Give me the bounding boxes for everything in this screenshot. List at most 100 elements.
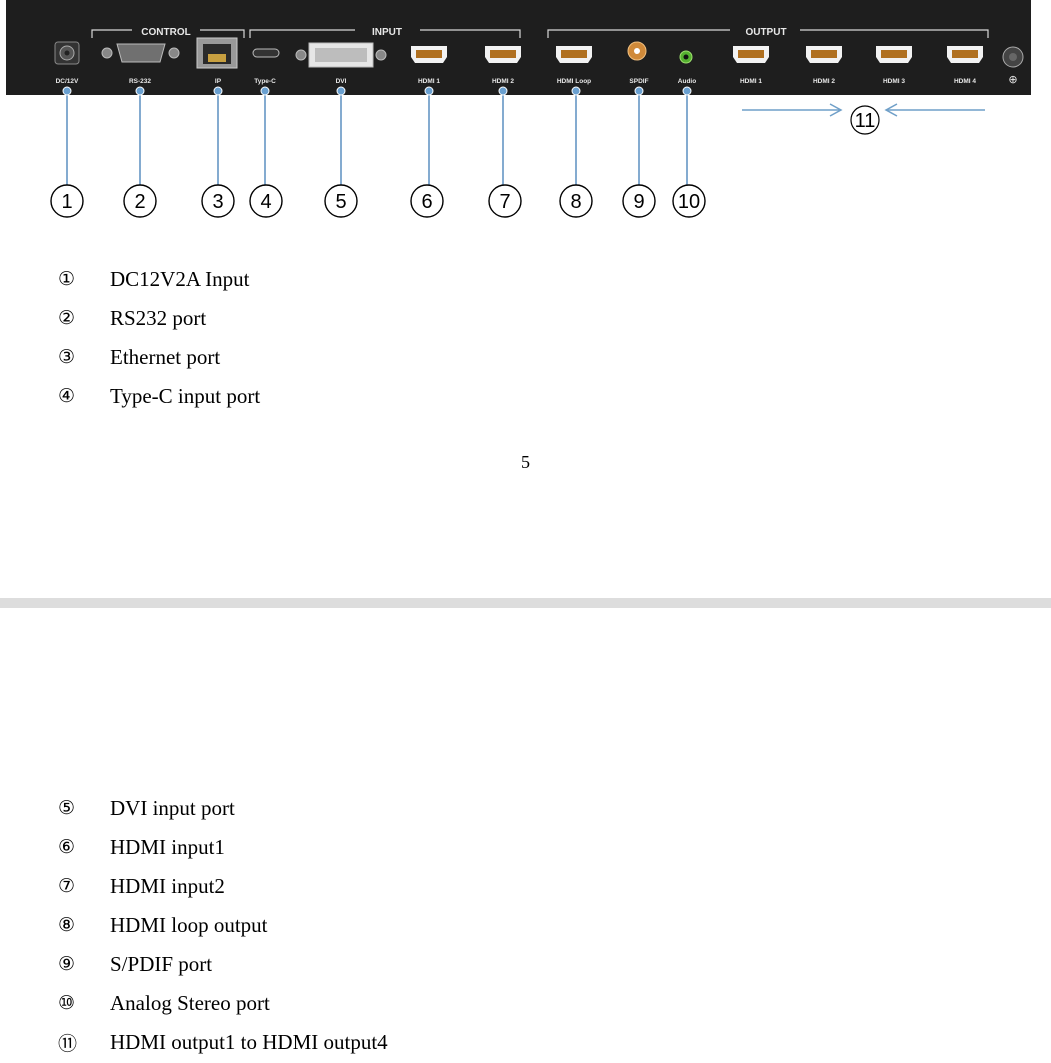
port-label-dc: DC/12V bbox=[56, 78, 79, 85]
item-text: DC12V2A Input bbox=[110, 267, 250, 291]
callout-label-8: 8 bbox=[570, 191, 581, 213]
item-number: ① bbox=[58, 269, 76, 290]
list-item: ⑦ HDMI input2 bbox=[58, 867, 388, 906]
leader-dot-9 bbox=[634, 86, 644, 96]
callout-label-6: 6 bbox=[421, 191, 432, 213]
item-number: ⑦ bbox=[58, 876, 76, 897]
ethernet-jack bbox=[196, 37, 238, 69]
page1-port-list: ① DC12V2A Input ② RS232 port ③ Ethernet port ④… bbox=[58, 260, 260, 416]
port-label-rs232: RS-232 bbox=[129, 78, 151, 85]
list-item: ⑥ HDMI input1 bbox=[58, 828, 388, 867]
item-number: ② bbox=[58, 308, 76, 329]
list-item: ⑪ HDMI output1 to HDMI output4 bbox=[58, 1023, 388, 1062]
hdmi-out4-port bbox=[947, 46, 983, 63]
hdmi-loop-port bbox=[556, 46, 592, 63]
callout-label-10: 10 bbox=[678, 191, 700, 213]
page-number: 5 bbox=[521, 452, 530, 472]
hdmi-out3-port bbox=[876, 46, 912, 63]
item-text: RS232 port bbox=[110, 306, 207, 330]
item-number: ⑨ bbox=[58, 954, 76, 975]
item-text: HDMI input1 bbox=[110, 835, 225, 859]
callout-label-3: 3 bbox=[212, 191, 223, 213]
list-item: ⑩ Analog Stereo port bbox=[58, 984, 388, 1023]
leader-dot-3 bbox=[213, 86, 223, 96]
hdmi-in2-port bbox=[485, 46, 521, 63]
rear-panel-diagram: CONTROL INPUT OUTPUT bbox=[6, 0, 1031, 218]
output-bracket-right bbox=[800, 29, 989, 38]
port-label-hdmi-out2: HDMI 2 bbox=[813, 78, 835, 85]
item-number: ④ bbox=[58, 386, 76, 407]
port-label-typec: Type-C bbox=[254, 78, 276, 85]
port-label-hdmi-in2: HDMI 2 bbox=[492, 78, 514, 85]
control-bracket-left bbox=[91, 29, 132, 38]
group-label-control: CONTROL bbox=[141, 27, 190, 38]
ground-symbol: ⊕ bbox=[1008, 73, 1017, 86]
callout-label-1: 1 bbox=[61, 191, 72, 213]
callout-circle-9 bbox=[622, 184, 656, 218]
leader-dot-8 bbox=[571, 86, 581, 96]
item-text: Analog Stereo port bbox=[110, 991, 270, 1015]
ground-screw bbox=[1002, 46, 1024, 68]
callout-circle-1 bbox=[50, 184, 84, 218]
callout-label-4: 4 bbox=[260, 191, 271, 213]
item-text: HDMI loop output bbox=[110, 913, 268, 937]
leader-dot-4 bbox=[260, 86, 270, 96]
callout-circle-3 bbox=[201, 184, 235, 218]
dc-jack bbox=[54, 41, 80, 65]
page2-port-list: ⑤ DVI input port ⑥ HDMI input1 ⑦ HDMI input2 ⑧… bbox=[58, 789, 388, 1062]
list-item: ④ Type-C input port bbox=[58, 377, 260, 416]
port-label-ip: IP bbox=[215, 78, 222, 85]
leader-dot-6 bbox=[424, 86, 434, 96]
spdif-jack bbox=[627, 41, 647, 61]
list-item: ② RS232 port bbox=[58, 299, 260, 338]
hdmi-out1-port bbox=[733, 46, 769, 63]
leader-dot-7 bbox=[498, 86, 508, 96]
input-bracket-left bbox=[249, 29, 355, 38]
callout-11: 11 bbox=[850, 105, 880, 135]
callout-circle-7 bbox=[488, 184, 522, 218]
port-label-dvi: DVI bbox=[336, 78, 347, 85]
item-text: Type-C input port bbox=[110, 384, 261, 408]
port-label-hdmi-out1: HDMI 1 bbox=[740, 78, 762, 85]
callout-label-7: 7 bbox=[499, 191, 510, 213]
page-divider bbox=[0, 598, 1051, 608]
item-text: DVI input port bbox=[110, 796, 235, 820]
port-label-hdmi-in1: HDMI 1 bbox=[418, 78, 440, 85]
item-number: ⑧ bbox=[58, 915, 76, 936]
callout-label-2: 2 bbox=[134, 191, 145, 213]
callout-circle-6 bbox=[410, 184, 444, 218]
callout-11-arrows bbox=[742, 103, 985, 117]
leader-dot-1 bbox=[62, 86, 72, 96]
output-bracket-left bbox=[547, 29, 730, 38]
port-label-audio: Audio bbox=[678, 78, 696, 85]
hdmi-out2-port bbox=[806, 46, 842, 63]
rs232-connector bbox=[101, 43, 180, 63]
list-item: ① DC12V2A Input bbox=[58, 260, 260, 299]
input-bracket-right bbox=[420, 29, 521, 38]
leader-dot-10 bbox=[682, 86, 692, 96]
callout-circle-5 bbox=[324, 184, 358, 218]
item-text: HDMI output1 to HDMI output4 bbox=[110, 1030, 388, 1054]
type-c-jack bbox=[252, 48, 280, 58]
list-item: ⑤ DVI input port bbox=[58, 789, 388, 828]
leader-dot-2 bbox=[135, 86, 145, 96]
control-bracket-right bbox=[200, 29, 245, 38]
callout-circle-10 bbox=[672, 184, 706, 218]
callout-circle-8 bbox=[559, 184, 593, 218]
item-number: ⑪ bbox=[58, 1034, 78, 1055]
hdmi-in1-port bbox=[411, 46, 447, 63]
item-number: ⑤ bbox=[58, 798, 76, 819]
callout-circle-4 bbox=[249, 184, 283, 218]
item-number: ⑩ bbox=[58, 993, 76, 1014]
item-number: ③ bbox=[58, 347, 76, 368]
item-number: ⑥ bbox=[58, 837, 76, 858]
callout-label-11: 11 bbox=[855, 110, 876, 132]
item-text: S/PDIF port bbox=[110, 952, 213, 976]
callout-label-5: 5 bbox=[335, 191, 346, 213]
callout-circle-2 bbox=[123, 184, 157, 218]
port-label-hdmi-loop: HDMI Loop bbox=[557, 78, 591, 85]
item-text: HDMI input2 bbox=[110, 874, 225, 898]
group-label-output: OUTPUT bbox=[745, 27, 786, 38]
item-text: Ethernet port bbox=[110, 345, 221, 369]
dvi-connector bbox=[295, 42, 387, 68]
